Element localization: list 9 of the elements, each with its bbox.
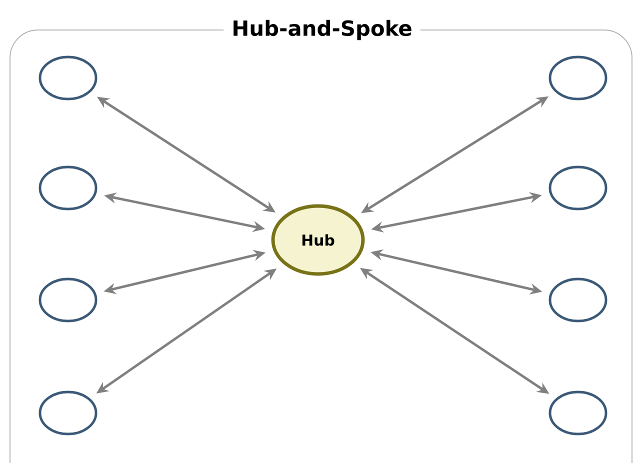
spoke-circle: [38, 390, 98, 436]
spoke-circle: [38, 56, 98, 100]
title: Hub-and-Spoke: [224, 18, 420, 42]
spoke-circle: [548, 390, 608, 436]
spoke-circle: [548, 56, 608, 100]
spoke-circle: [38, 278, 98, 322]
spoke-circle: [38, 166, 98, 210]
spoke-circle: [548, 278, 608, 322]
spoke-circle: [548, 166, 608, 210]
